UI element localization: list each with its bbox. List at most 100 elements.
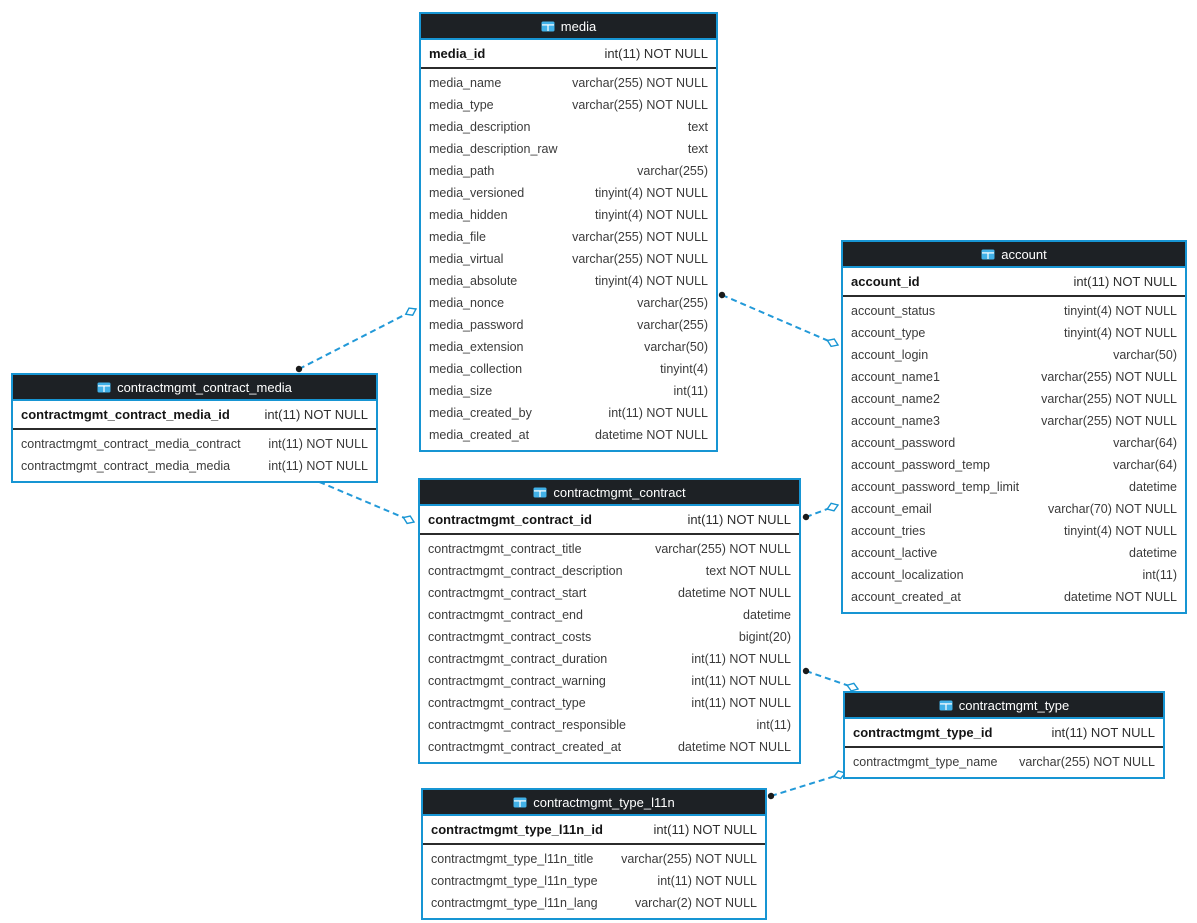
column-name: contractmgmt_contract_created_at xyxy=(428,740,622,754)
table-title: account xyxy=(1001,246,1047,262)
table-icon xyxy=(97,382,111,393)
column-name: media_path xyxy=(429,164,495,178)
column-type: varchar(64) xyxy=(1113,436,1177,450)
primary-key-name: contractmgmt_type_l11n_id xyxy=(431,822,603,837)
table-header[interactable]: contractmgmt_contract_media xyxy=(13,375,376,401)
column-name: contractmgmt_contract_description xyxy=(428,564,623,578)
column-name: contractmgmt_contract_costs xyxy=(428,630,592,644)
column-type: varchar(50) xyxy=(1113,348,1177,362)
table-header[interactable]: contractmgmt_contract xyxy=(420,480,799,506)
column-type: tinyint(4) NOT NULL xyxy=(1064,304,1177,318)
table-header[interactable]: account xyxy=(843,242,1185,268)
relationship-line-contractmgmt_contract_media-to-media[interactable] xyxy=(295,307,418,373)
column-row[interactable]: media_path varchar(255) xyxy=(421,160,716,182)
table-icon xyxy=(541,21,555,32)
column-name: media_collection xyxy=(429,362,523,376)
column-type: varchar(255) xyxy=(637,164,708,178)
column-type: tinyint(4) NOT NULL xyxy=(1064,326,1177,340)
column-type: int(11) NOT NULL xyxy=(691,652,791,666)
table-header[interactable]: media xyxy=(421,14,716,40)
column-type: tinyint(4) NOT NULL xyxy=(1064,524,1177,538)
relationship-line-contractmgmt_contract_media-to-contractmgmt_contract[interactable] xyxy=(306,474,416,525)
relationship-line-media-to-account[interactable] xyxy=(718,291,840,348)
column-type: tinyint(4) NOT NULL xyxy=(595,186,708,200)
table-header[interactable]: contractmgmt_type xyxy=(845,693,1163,719)
column-type: varchar(255) NOT NULL xyxy=(655,542,791,556)
column-type: varchar(255) NOT NULL xyxy=(572,98,708,112)
relationship-line-contractmgmt_contract-to-contractmgmt_type[interactable] xyxy=(802,667,860,692)
primary-key-name: account_id xyxy=(851,274,920,289)
column-name: contractmgmt_contract_duration xyxy=(428,652,608,666)
relationship-line-contractmgmt_type_l11n-to-contractmgmt_type[interactable] xyxy=(767,770,847,800)
column-name: media_name xyxy=(429,76,502,90)
column-type: text xyxy=(687,120,708,134)
column-type: varchar(70) NOT NULL xyxy=(1048,502,1177,516)
column-row[interactable]: contractmgmt_contract_duration int(11) NO… xyxy=(420,648,799,670)
column-type: int(11) NOT NULL xyxy=(608,406,708,420)
primary-key-name: media_id xyxy=(429,46,486,61)
column-type: int(11) NOT NULL xyxy=(691,696,791,710)
table-header[interactable]: contractmgmt_type_l11n xyxy=(423,790,765,816)
relationship-line-contractmgmt_contract-to-account[interactable] xyxy=(802,502,840,521)
column-type: varchar(255) NOT NULL xyxy=(1041,392,1177,406)
table-icon xyxy=(939,700,953,711)
